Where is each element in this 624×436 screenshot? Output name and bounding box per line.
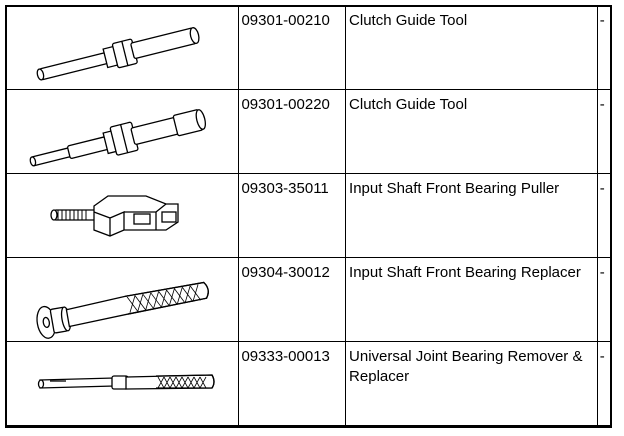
tool-image-cell xyxy=(4,5,240,90)
part-number: 09301-00220 xyxy=(241,96,330,113)
special-tools-table: 09301-00210 Clutch Guide Tool - 09301-00… xyxy=(4,5,612,426)
tool-note: - xyxy=(599,12,605,29)
table-row: 09301-00210 Clutch Guide Tool - xyxy=(4,5,612,90)
tool-name: Input Shaft Front Bearing Replacer xyxy=(349,264,581,281)
table-row: 09303-35011 Input Shaft Front Bearing Pu… xyxy=(4,173,612,258)
part-number: 09303-35011 xyxy=(241,180,329,197)
clutch-guide-tool-icon xyxy=(29,109,206,167)
part-number: 09301-00210 xyxy=(241,12,330,29)
tool-note: - xyxy=(599,96,605,113)
tool-image-cell xyxy=(4,173,240,258)
table-row: 09301-00220 Clutch Guide Tool - xyxy=(4,89,612,174)
tool-note: - xyxy=(599,180,605,197)
tool-name: Clutch Guide Tool xyxy=(349,12,468,29)
tool-note: - xyxy=(599,348,605,365)
clutch-guide-tool-icon xyxy=(36,27,200,81)
tool-note: - xyxy=(599,264,605,281)
part-number: 09333-00013 xyxy=(241,348,330,365)
tool-name: Input Shaft Front Bearing Puller xyxy=(349,180,560,197)
tool-image-cell xyxy=(4,89,240,174)
tool-name: Clutch Guide Tool xyxy=(349,96,468,113)
table-row: 09304-30012 Input Shaft Front Bearing Re… xyxy=(4,257,612,342)
bearing-replacer-icon xyxy=(36,281,209,339)
part-number: 09304-30012 xyxy=(241,264,330,281)
tool-image-cell xyxy=(4,341,240,426)
table-row: 09333-00013 Universal Joint Bearing Remo… xyxy=(4,341,612,426)
joint-bearing-tool-icon xyxy=(37,374,215,390)
bearing-puller-icon xyxy=(50,195,179,237)
tool-image-cell xyxy=(4,257,240,342)
tool-name: Universal Joint Bearing Remover & Replac… xyxy=(349,348,583,385)
